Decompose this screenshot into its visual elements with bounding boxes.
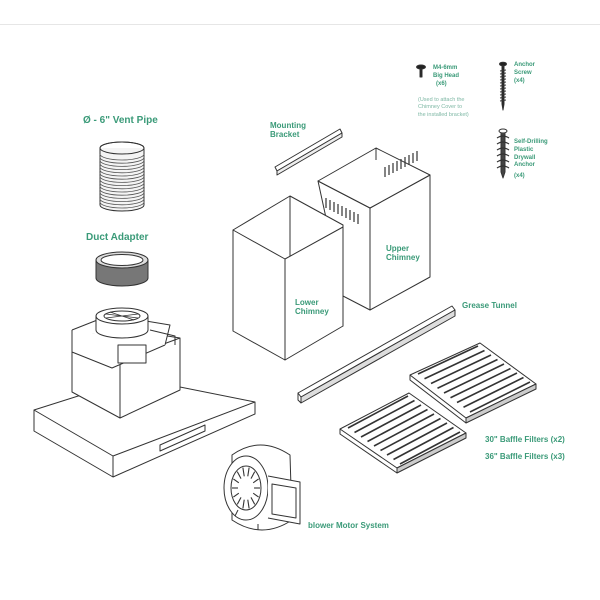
upper-chimney-label: Upper Chimney	[386, 244, 420, 263]
anchor-screw-illustration	[499, 61, 507, 111]
lower-chimney-label-line1: Lower	[295, 298, 319, 307]
big-head-note-line2: Chimney Cover to	[418, 104, 463, 111]
big-head-screw-note: (Used to attach the Chimney Cover to the…	[418, 97, 488, 119]
big-head-note-line1: (Used to attach the	[418, 97, 465, 103]
mounting-bracket-illustration	[274, 128, 343, 176]
mounting-bracket-label-line2: Bracket	[270, 129, 300, 139]
anchor-screw-label-line1: Anchor	[514, 62, 535, 68]
top-divider	[0, 24, 600, 25]
duct-adapter-illustration	[95, 251, 149, 287]
big-head-screw-label-line3: (x6)	[436, 81, 447, 88]
grease-tunnel-illustration	[297, 305, 456, 404]
baffle-filter-top-illustration	[409, 342, 537, 424]
mounting-bracket-label: Mounting Bracket	[270, 121, 306, 140]
big-head-screw-label-line2: Big Head	[433, 73, 460, 80]
baffle-36-label: 36" Baffle Filters (x3)	[485, 452, 565, 461]
lower-chimney-label: Lower Chimney	[295, 298, 329, 317]
blower-motor-illustration	[223, 444, 301, 531]
big-head-screw-label: M4-6mm Big Head (x6)	[433, 64, 459, 88]
drywall-anchor-qty: (x4)	[514, 173, 525, 179]
mounting-bracket-label-line1: Mounting	[270, 121, 306, 130]
anchor-screw-label: Anchor Screw (x4)	[514, 62, 535, 85]
range-hood-body-illustration	[33, 307, 256, 478]
upper-chimney-label-line1: Upper	[386, 244, 410, 253]
vent-pipe-label: Ø - 6" Vent Pipe	[83, 115, 158, 126]
drywall-anchor-illustration	[496, 128, 510, 179]
drywall-anchor-label: Self-Drilling Plastic Drywall Anchor	[514, 139, 548, 170]
big-head-screw-label-line1: M4-6mm	[433, 65, 458, 71]
drywall-anchor-label-line2: Plastic	[514, 146, 534, 153]
baffle-30-label: 30" Baffle Filters (x2)	[485, 435, 565, 444]
duct-adapter-label: Duct Adapter	[86, 232, 149, 243]
anchor-screw-label-line2: Screw	[514, 69, 532, 76]
drywall-anchor-label-line1: Self-Drilling	[514, 139, 548, 145]
lower-chimney-illustration	[232, 195, 344, 361]
blower-motor-label: blower Motor System	[308, 521, 389, 530]
grease-tunnel-label: Grease Tunnel	[462, 301, 517, 310]
drywall-anchor-label-line3: Drywall	[514, 154, 536, 161]
big-head-note-line3: the installed bracket)	[418, 111, 469, 118]
big-head-screw-illustration	[416, 64, 426, 78]
baffle-filter-bottom-illustration	[339, 392, 467, 474]
upper-chimney-illustration	[317, 147, 431, 311]
vent-pipe-illustration	[99, 141, 145, 212]
anchor-screw-label-line3: (x4)	[514, 77, 525, 84]
lower-chimney-label-line2: Chimney	[295, 306, 329, 316]
drywall-anchor-label-line4: Anchor	[514, 162, 535, 169]
upper-chimney-label-line2: Chimney	[386, 252, 420, 262]
